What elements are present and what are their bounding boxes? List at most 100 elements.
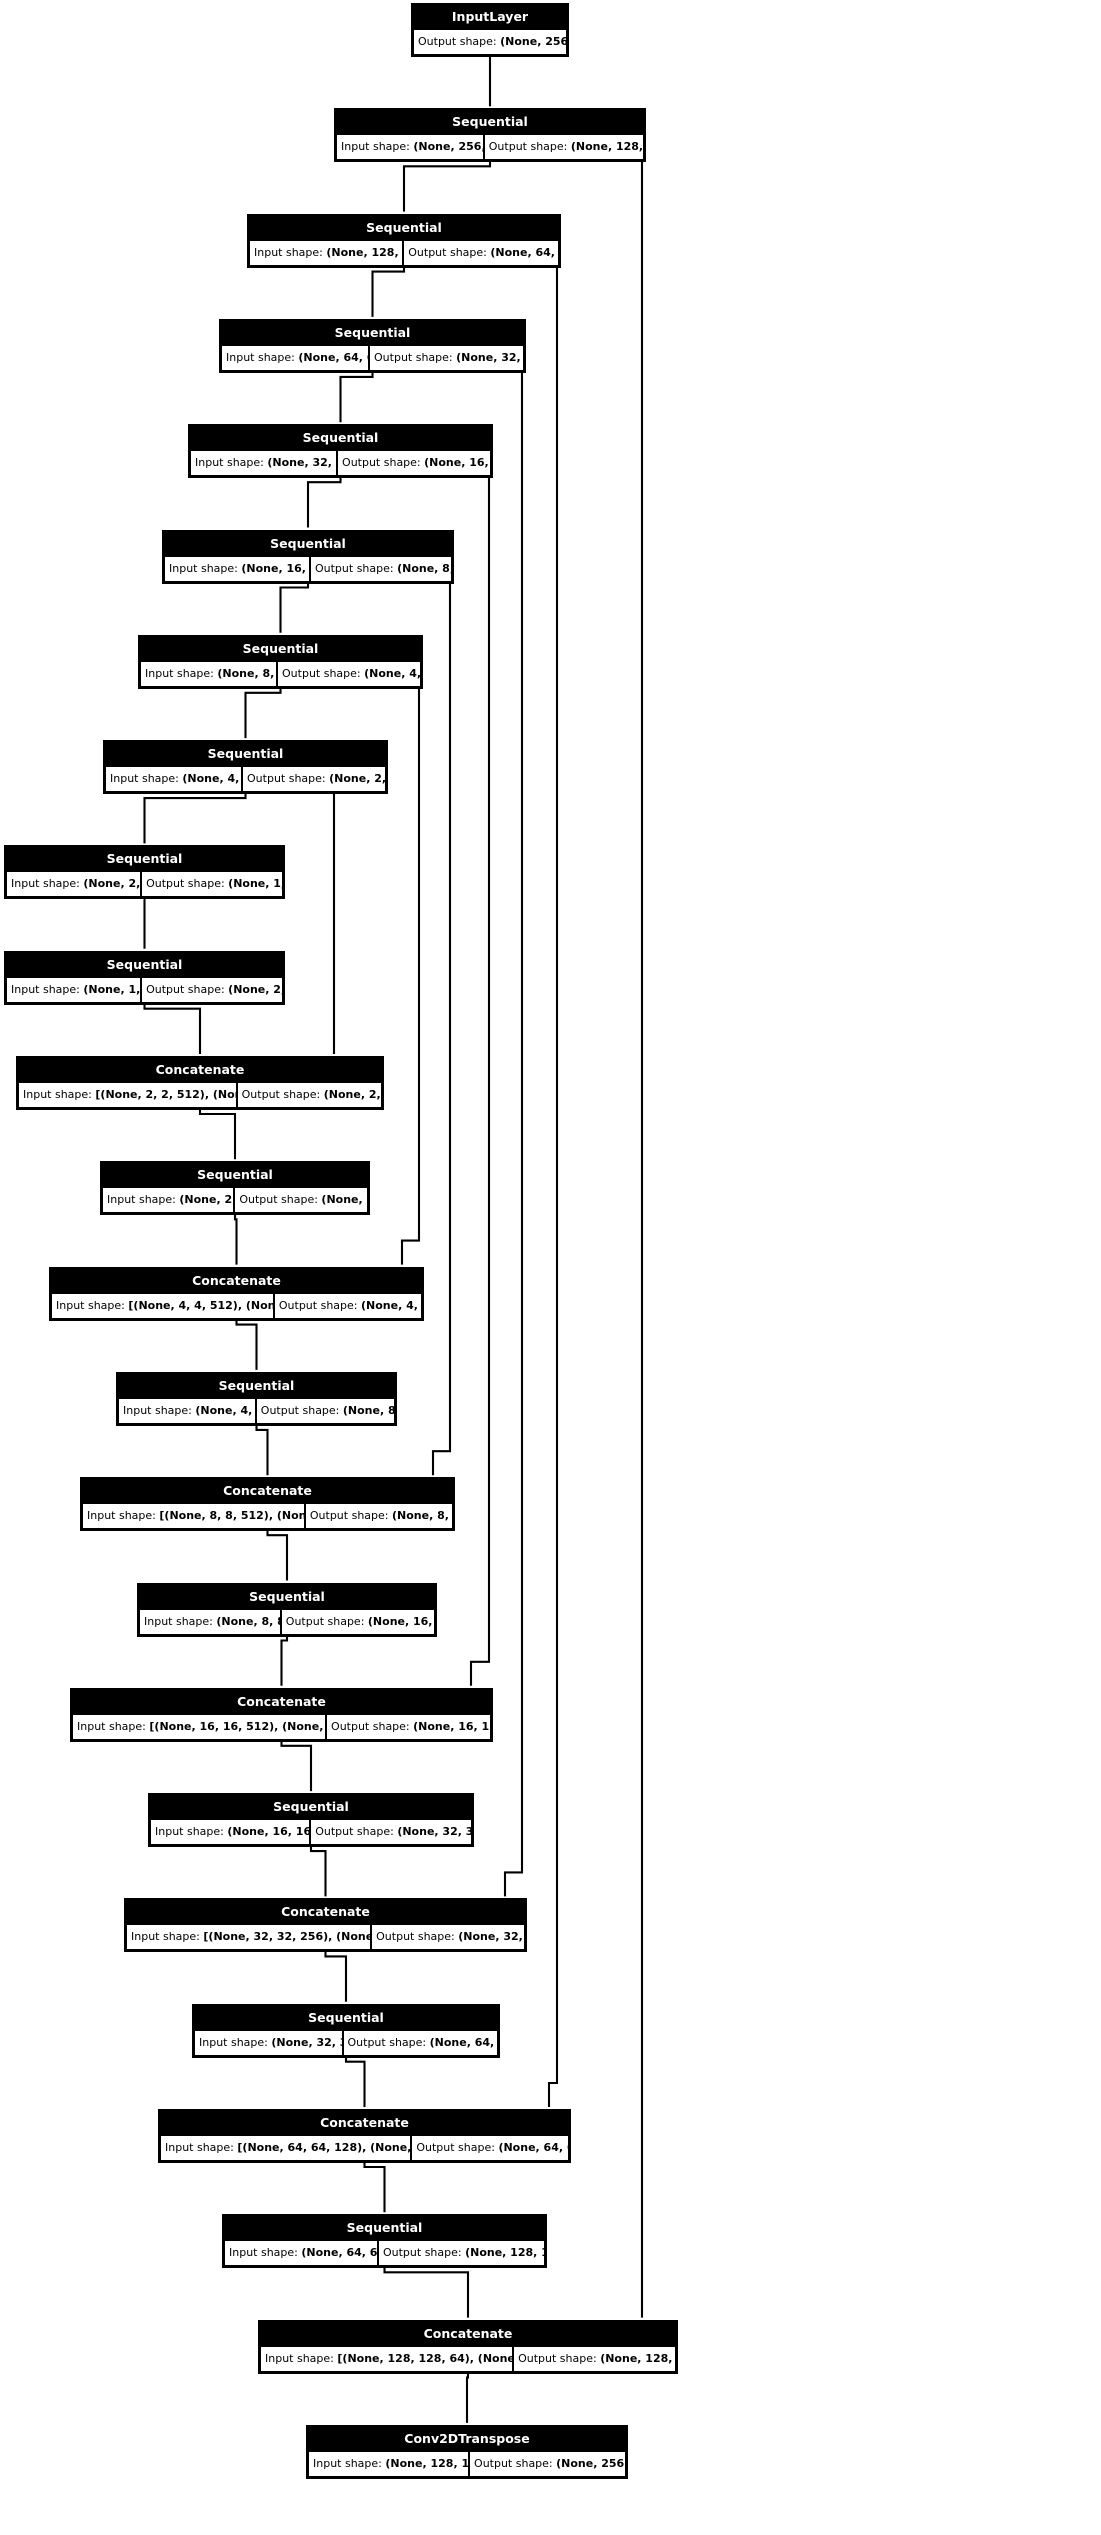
node-type-label: Sequential	[336, 110, 644, 135]
node-output-shape: Output shape: (None, 32, 32, 512)	[371, 1924, 525, 1951]
skip-edge-enc_6-to-concat_2	[400, 685, 421, 1265]
node-type-label: Sequential	[6, 952, 283, 977]
edge-group-main	[143, 55, 492, 2423]
node-input-shape: Input shape: (None, 1, 1, 512)	[6, 976, 142, 1003]
node-output-shape: Output shape: (None, 64, 64, 128)	[342, 2029, 498, 2056]
node-shape-row: Input shape: [(None, 32, 32, 256), (None…	[126, 1924, 525, 1951]
node-shape-row: Input shape: (None, 1, 1, 512)Output sha…	[6, 976, 283, 1003]
node-output-shape: Output shape: (None, 4, 4, 512)	[277, 660, 421, 687]
node-input-shape: Input shape: (None, 4, 4, 1024)	[118, 1397, 256, 1424]
node-type-label: Sequential	[102, 1163, 368, 1188]
node-shape-row: Input shape: (None, 2, 2, 512)Output sha…	[6, 871, 283, 898]
edge-enc_7-to-enc_8	[143, 792, 247, 844]
node-output-shape: Output shape: (None, 64, 64, 256)	[411, 2135, 569, 2161]
node-type-label: InputLayer	[413, 5, 567, 29]
node-shape-row: Input shape: (None, 16, 16, 512)Output s…	[164, 555, 452, 582]
node-type-label: Sequential	[194, 2005, 498, 2030]
node-output-shape: Output shape: (None, 2, 2, 512)	[141, 976, 283, 1003]
node-input-shape: Input shape: (None, 32, 32, 256)	[190, 450, 338, 477]
edge-concat_1-to-dec_2	[198, 1108, 237, 1160]
node-output-shape: Output shape: (None, 16, 16, 1024)	[326, 1713, 491, 1740]
node-type-label: Sequential	[190, 426, 491, 451]
edge-enc_4-to-enc_5	[306, 476, 342, 528]
node-input-shape: Input shape: (None, 128, 128, 64)	[249, 239, 404, 266]
node-type-label: Concatenate	[82, 1479, 453, 1504]
node-shape-row: Input shape: (None, 4, 4, 512)Output sha…	[105, 766, 386, 793]
skip-edge-enc_5-to-concat_3	[431, 580, 452, 1476]
node-type-label: Sequential	[164, 531, 452, 556]
edge-dec_2-to-concat_2	[233, 1213, 238, 1265]
node-type-label: Concatenate	[126, 1900, 525, 1925]
node-input-shape: Input shape: [(None, 64, 64, 128), (None…	[160, 2135, 412, 2161]
node-output-shape: Output shape: (None, 16, 16, 512)	[337, 450, 491, 477]
skip-edge-enc_4-to-concat_4	[469, 475, 491, 1686]
edge-enc_1-to-enc_2	[402, 160, 492, 212]
node-shape-row: Input shape: [(None, 64, 64, 128), (None…	[160, 2135, 569, 2161]
node-input-shape: Input shape: (None, 128, 128, 128)	[308, 2450, 470, 2477]
edge-concat_2-to-dec_3	[235, 1318, 258, 1370]
edge-concat_6-to-dec_7	[363, 2161, 386, 2213]
node-type-label: Concatenate	[160, 2111, 569, 2135]
node-shape-row: Input shape: [(None, 16, 16, 512), (None…	[72, 1713, 491, 1740]
node-output-shape: Output shape: (None, 8, 8, 512)	[255, 1397, 395, 1424]
edge-concat_5-to-dec_6	[324, 1950, 348, 2002]
node-shape-row: Input shape: (None, 64, 64, 256)Output s…	[224, 2240, 545, 2267]
node-type-label: Sequential	[140, 636, 421, 661]
node-type-label: Concatenate	[72, 1689, 491, 1714]
node-input-shape: Input shape: (None, 16, 16, 1024)	[150, 1819, 311, 1846]
node-input-shape: Input shape: [(None, 2, 2, 512), (None, …	[18, 1082, 237, 1108]
node-shape-row: Input shape: [(None, 128, 128, 64), (Non…	[260, 2345, 676, 2372]
node-input-shape: Input shape: (None, 4, 4, 512)	[105, 766, 243, 793]
node-input-shape: Input shape: (None, 64, 64, 128)	[221, 344, 370, 371]
node-type-label: Sequential	[249, 215, 559, 240]
node-input-shape: Input shape: (None, 8, 8, 1024)	[139, 1608, 281, 1635]
node-shape-row: Input shape: (None, 8, 8, 1024)Output sh…	[139, 1608, 435, 1635]
node-type-label: Conv2DTranspose	[308, 2426, 626, 2451]
node-output-shape: Output shape: (None, 2, 2, 1024)	[236, 1082, 382, 1108]
node-shape-row: Input shape: (None, 64, 64, 128)Output s…	[221, 344, 524, 371]
node-input-shape: Input shape: [(None, 4, 4, 512), (None, …	[51, 1292, 274, 1319]
node-type-label: Concatenate	[18, 1058, 382, 1082]
node-output-shape: Output shape: (None, 16, 16, 512)	[280, 1608, 435, 1635]
node-shape-row: Input shape: (None, 2, 2, 1024)Output sh…	[102, 1187, 368, 1214]
node-shape-row: Input shape: [(None, 2, 2, 512), (None, …	[18, 1082, 382, 1108]
node-output-shape: Output shape: (None, 2, 2, 512)	[242, 766, 386, 793]
edge-enc_6-to-enc_7	[244, 686, 282, 739]
edge-enc_3-to-enc_4	[339, 370, 374, 423]
node-input-shape: Input shape: [(None, 16, 16, 512), (None…	[72, 1713, 327, 1740]
node-output-shape: Output shape: (None, 1, 1, 512)	[141, 871, 283, 898]
edge-dec_5-to-concat_5	[309, 1845, 327, 1897]
skip-edge-enc_3-to-concat_5	[503, 369, 524, 1897]
node-input-shape: Input shape: [(None, 32, 32, 256), (None…	[126, 1924, 372, 1951]
node-output-shape: Output shape: (None, 256, 256, 3)	[469, 2450, 626, 2477]
node-shape-row: Input shape: (None, 16, 16, 1024)Output …	[150, 1819, 472, 1846]
node-output-shape: Output shape: (None, 256, 256, 3)	[413, 29, 567, 55]
node-output-shape: Output shape: (None, 4, 4, 512)	[234, 1187, 368, 1214]
node-shape-row: Input shape: [(None, 8, 8, 512), (None, …	[82, 1503, 453, 1530]
node-type-label: Sequential	[139, 1584, 435, 1609]
